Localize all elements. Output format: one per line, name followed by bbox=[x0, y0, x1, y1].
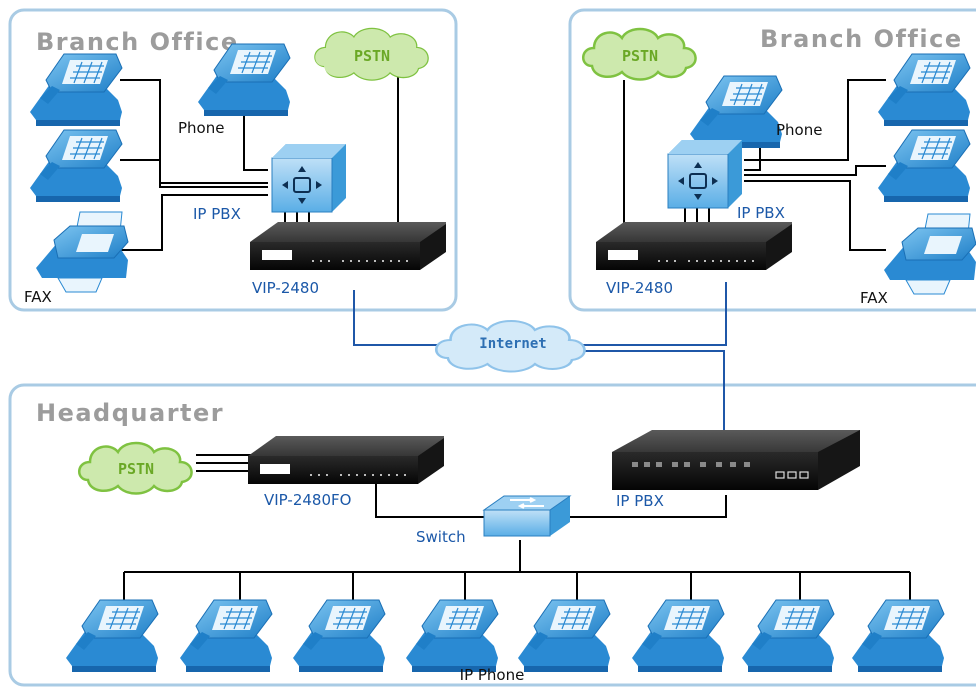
internet-label: Internet bbox=[479, 336, 546, 352]
pstn-left-label: PSTN bbox=[354, 47, 390, 65]
hq-gateway-label: VIP-2480FO bbox=[264, 491, 351, 509]
hq-ip-pbx-label: IP PBX bbox=[616, 492, 664, 510]
right-gateway-icon bbox=[596, 222, 792, 270]
left-fax-label: FAX bbox=[24, 288, 52, 306]
headquarter-lines bbox=[123, 454, 911, 600]
left-ip-pbx-icon bbox=[271, 143, 347, 213]
hq-switch-label: Switch bbox=[416, 528, 466, 546]
hq-gateway-icon bbox=[248, 436, 444, 484]
pstn-cloud-hq: PSTN bbox=[78, 441, 193, 495]
left-gateway-icon bbox=[250, 222, 446, 270]
internet-links bbox=[353, 282, 727, 432]
pstn-right-label: PSTN bbox=[622, 47, 658, 65]
left-phone-label: Phone bbox=[178, 119, 224, 137]
pstn-cloud-left: PSTN bbox=[314, 27, 429, 81]
right-phone-label: Phone bbox=[776, 121, 822, 139]
hq-switch-icon bbox=[482, 495, 572, 537]
left-ip-pbx-label: IP PBX bbox=[193, 205, 241, 223]
hq-ip-phone-label: IP Phone bbox=[460, 666, 525, 684]
branch-office-left-title: Branch Office bbox=[36, 28, 239, 56]
pstn-hq-label: PSTN bbox=[118, 460, 154, 478]
headquarter-title: Headquarter bbox=[36, 399, 224, 427]
hq-ip-pbx-icon bbox=[612, 430, 860, 490]
internet-cloud bbox=[434, 320, 586, 373]
right-ip-pbx-icon bbox=[667, 139, 743, 209]
pstn-cloud-right: PSTN bbox=[582, 27, 697, 81]
right-gateway-label: VIP-2480 bbox=[606, 279, 673, 297]
right-fax-label: FAX bbox=[860, 289, 888, 307]
left-gateway-label: VIP-2480 bbox=[252, 279, 319, 297]
right-ip-pbx-label: IP PBX bbox=[737, 204, 785, 222]
branch-office-right-title: Branch Office bbox=[760, 25, 963, 53]
